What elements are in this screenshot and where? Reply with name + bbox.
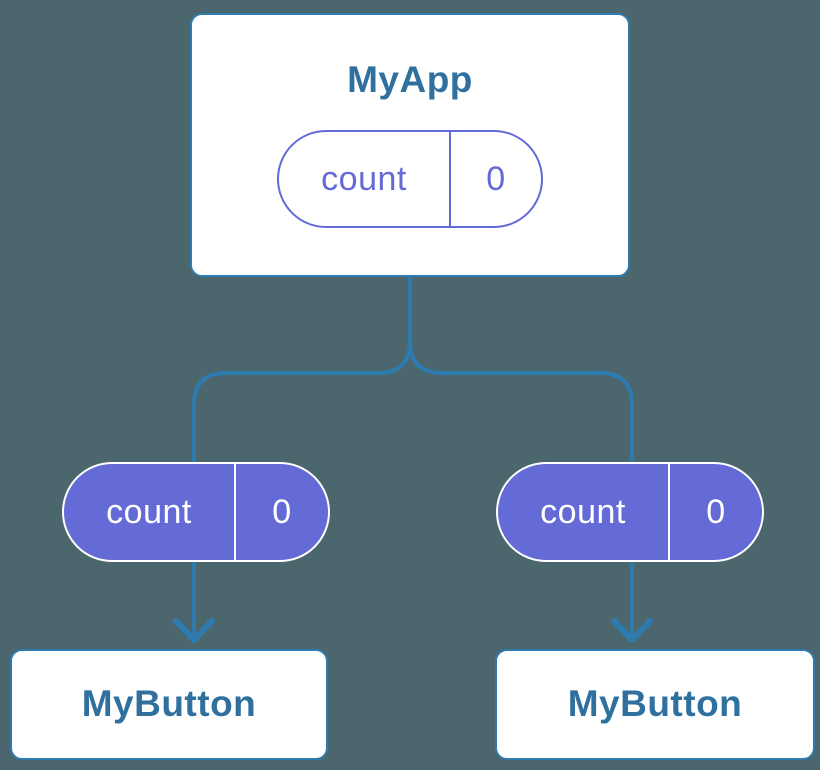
- prop-value: 0: [706, 492, 726, 531]
- node-mybutton-left-label: MyButton: [81, 683, 257, 725]
- edge-root-to-right-child: [408, 275, 634, 639]
- prop-value: 0: [272, 492, 292, 531]
- state-value: 0: [486, 159, 506, 198]
- node-mybutton-left: MyButton: [10, 649, 328, 760]
- edge-root-to-left-child: [192, 275, 412, 639]
- pill-divider: [668, 464, 670, 560]
- pill-divider: [449, 132, 451, 226]
- prop-name-label: count: [540, 492, 626, 531]
- prop-pill-left: count 0: [62, 462, 330, 562]
- node-mybutton-right-label: MyButton: [567, 683, 743, 725]
- prop-name-label: count: [106, 492, 192, 531]
- node-myapp-label: MyApp: [347, 59, 473, 100]
- node-mybutton-right: MyButton: [495, 649, 815, 760]
- state-pill-myapp: count 0: [277, 130, 543, 228]
- arrowhead-left-icon: [173, 618, 215, 643]
- prop-pill-right: count 0: [496, 462, 764, 562]
- arrowhead-right-icon: [611, 618, 653, 643]
- state-name-label: count: [321, 159, 407, 198]
- node-myapp: MyApp count 0: [190, 13, 630, 277]
- pill-divider: [234, 464, 236, 560]
